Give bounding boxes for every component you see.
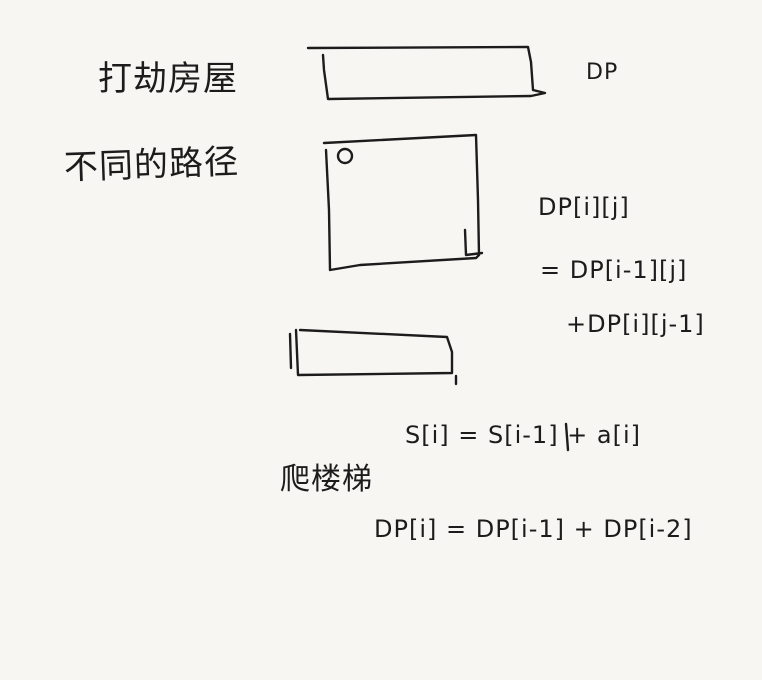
dp-label: DP [586,60,619,85]
grid-formula-line1: DP[i][j] [538,193,630,221]
note-unique-paths: 不同的路径 [63,141,240,189]
grid-formula-line2: = DP[i-1][j] [540,256,688,284]
note-climbing-stairs: 爬楼梯 [280,462,373,497]
grid-end-marker [463,228,484,257]
note-house-robber: 打劫房屋 [98,59,238,99]
grid-formula-line3: +DP[i][j-1] [566,310,705,338]
stairs-formula: DP[i] = DP[i-1] + DP[i-2] [374,515,693,543]
grid-start-marker [336,147,354,165]
prefix-sum-formula: S[i] = S[i-1] + a[i] [405,421,642,449]
prefix-bracket-accent [564,422,570,452]
prefix-array-sketch [288,328,458,386]
unique-paths-grid-sketch [322,133,481,272]
house-robber-array-sketch [306,45,547,101]
